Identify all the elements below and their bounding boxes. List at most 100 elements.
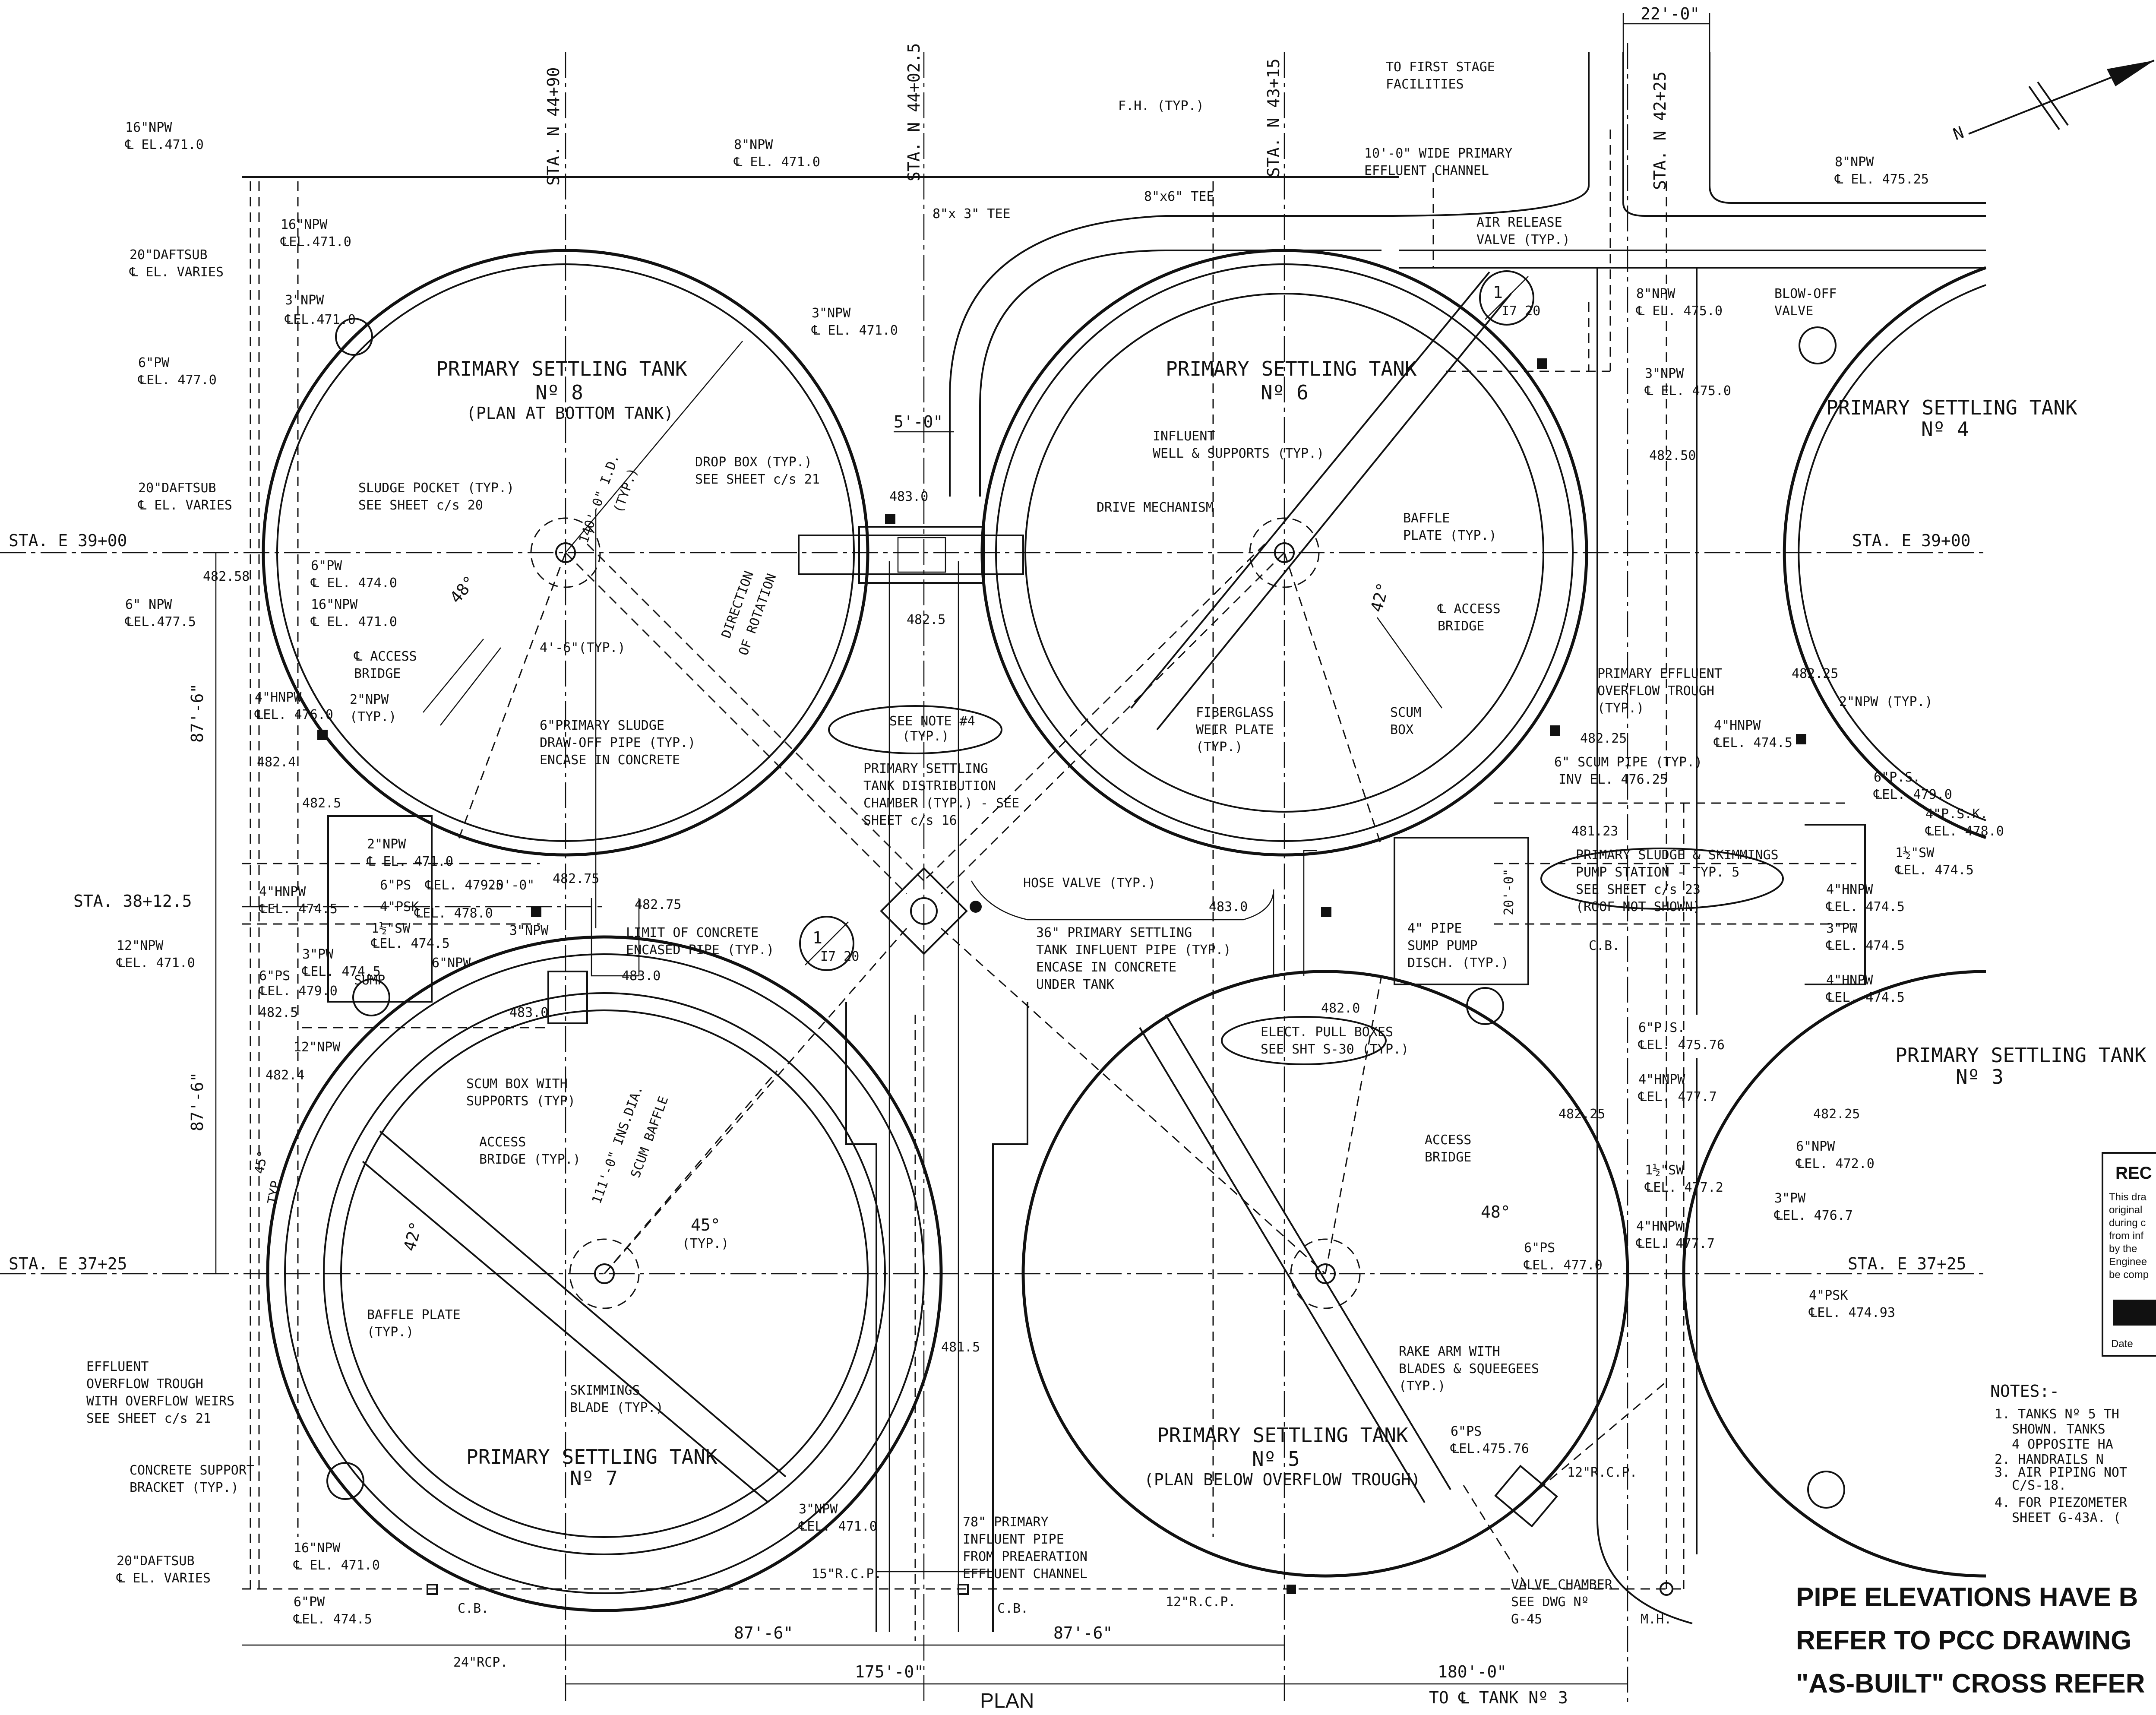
label-sludge-pipe-3: ENCASE IN CONCRETE [540, 753, 680, 768]
label-concrete-support-1: CONCRETE SUPPORT [130, 1463, 254, 1478]
label-eff-trough-2: OVERFLOW TROUGH [86, 1376, 203, 1392]
label-78-influent-1: 78" PRIMARY [963, 1515, 1049, 1530]
section-number: 1 [1493, 283, 1503, 302]
tank-3-number: Nº 3 [1956, 1065, 2004, 1088]
label-2npw-b-el: ℄ EL. 471.0 [367, 854, 453, 869]
stamp-title: REC [2115, 1164, 2152, 1183]
tank-5 [1021, 970, 1629, 1578]
label-fiberglass-3: (TYP.) [1196, 740, 1242, 755]
label-4psk-c-el: ℄EL. 474.93 [1808, 1305, 1895, 1320]
label-6ps-e-el: ℄EL.475.76 [1450, 1441, 1529, 1456]
label-3pw-b-el: ℄EL. 474.5 [302, 964, 381, 979]
label-4hnpw-f-el: ℄EL. 477.7 [1638, 1089, 1717, 1104]
label-scum-box-2: BOX [1390, 722, 1413, 737]
label-channel-1: 10'-0" WIDE PRIMARY [1364, 146, 1512, 161]
label-air-release-2: VALVE (TYP.) [1476, 232, 1570, 247]
label-483-a: 483.0 [889, 489, 928, 504]
label-482-25-b: 482.25 [1580, 731, 1627, 746]
stamp-line-6: Enginee [2109, 1256, 2147, 1268]
angle-48-br: 48° [1481, 1202, 1511, 1221]
label-sludge-pipe-2: DRAW-OFF PIPE (TYP.) [540, 735, 695, 750]
label-see-note-4-b: (TYP.) [902, 729, 949, 744]
tank-6-number: Nº 6 [1261, 381, 1309, 404]
label-482-5-chan: 482.5 [907, 612, 945, 627]
label-12rcp-a: 12"R.C.P. [1567, 1465, 1638, 1480]
label-mh: M.H. [1641, 1612, 1672, 1627]
label-4hnpw-b-el: ℄EL. 476.0 [254, 707, 333, 722]
label-483-d: 483.0 [1209, 899, 1248, 914]
stamp-line-2: original [2109, 1204, 2142, 1216]
label-fh: F.H. (TYP.) [1118, 98, 1204, 114]
label-baffle-1: BAFFLE [1403, 511, 1450, 526]
label-baffle-2: PLATE (TYP.) [1403, 528, 1497, 543]
label-sludge-pocket-2: SEE SHEET c/s 20 [358, 498, 483, 513]
label-scum-supports-2: SUPPORTS (TYP) [466, 1094, 575, 1109]
label-12npw-a: 12"NPW [117, 938, 164, 953]
label-rake-arm-2: BLADES & SQUEEGEES [1399, 1361, 1539, 1376]
label-3npw-b: 3"NPW [812, 306, 851, 321]
dim-5: 5'-0" [894, 412, 943, 431]
label-16npw-b: 16"NPW [281, 217, 328, 232]
shrub-symbols [326, 318, 1845, 1509]
label-valve-chamber-1: VALVE CHAMBER [1511, 1577, 1613, 1592]
label-12rcp-b: 12"R.C.P. [1166, 1595, 1236, 1610]
angle-typ-left: TYP [265, 1180, 284, 1205]
label-sludge-station-3: SEE SHEET c/s 23 [1576, 882, 1701, 897]
label-8npw-mid: 8"NPW [1636, 286, 1675, 301]
label-16npw-el: ℄ EL.471.0 [125, 137, 204, 152]
callouts-top-left: 16"NPW ℄ EL.471.0 16"NPW ℄EL.471.0 20"DA… [125, 60, 1929, 513]
section-sheet: I7 20 [1502, 304, 1540, 319]
label-valve-chamber-2: SEE DWG Nº [1511, 1595, 1589, 1610]
label-blow-off-1: BLOW-OFF [1774, 286, 1837, 301]
stamp-line-1: This dra [2109, 1191, 2147, 1203]
label-482-25-c: 482.25 [1559, 1107, 1605, 1122]
label-influent-pipe-4: UNDER TANK [1036, 977, 1114, 992]
label-sump-pump-2: SUMP PUMP [1407, 938, 1478, 953]
label-78-influent-3: FROM PREAERATION [963, 1549, 1087, 1564]
label-482-75-a: 482.75 [553, 871, 599, 886]
tank-5-name: PRIMARY SETTLING TANK [1157, 1424, 1408, 1447]
label-8npw-tr: 8"NPW [1835, 155, 1874, 170]
label-baffle-b-2: (TYP.) [367, 1325, 414, 1340]
label-1-5sw-a-el: ℄EL. 474.5 [371, 936, 450, 951]
label-4psk-a-el: ℄EL. 478.0 [414, 906, 493, 921]
label-6npw-r: 6"NPW [1796, 1139, 1835, 1154]
stamp-line-5: by the [2109, 1243, 2137, 1255]
angle-45-typ: (TYP.) [682, 1236, 729, 1251]
sta-n-44-02-5: STA. N 44+02.5 [904, 43, 923, 181]
label-channel-2: EFFLUENT CHANNEL [1364, 163, 1489, 178]
north-label: N [1951, 123, 1966, 144]
label-eff-trough-3: WITH OVERFLOW WEIRS [86, 1394, 234, 1409]
distribution-chamber [565, 526, 1326, 1275]
label-6pw-b-el: ℄ EL. 474.0 [310, 576, 397, 591]
note-4b: SHEET G-43A. ( [2012, 1510, 2121, 1525]
tank-5-note: (PLAN BELOW OVERFLOW TROUGH) [1144, 1470, 1421, 1489]
to-tank-3: TO ℄ TANK Nº 3 [1429, 1688, 1568, 1707]
label-access-a-1: ℄ ACCESS [354, 649, 417, 664]
label-influent-pipe-3: ENCASE IN CONCRETE [1036, 960, 1176, 975]
sta-e-39-00-left: STA. E 39+00 [9, 531, 127, 550]
label-3pw-a-el: ℄EL. 474.5 [1826, 938, 1905, 953]
note-4a: 4. FOR PIEZOMETER [1995, 1495, 2128, 1510]
label-481-5: 481.5 [941, 1340, 980, 1355]
note-2: 2. HANDRAILS N [1995, 1452, 2104, 1467]
label-pri-effluent-1: PRIMARY EFFLUENT [1597, 666, 1722, 681]
label-sludge-station-1: PRIMARY SLUDGE & SKIMMINGS [1576, 848, 1779, 863]
label-4hnpw-c-el: ℄EL. 474.5 [259, 902, 338, 917]
label-fiberglass-2: WEIR PLATE [1196, 722, 1274, 737]
label-4hnpw-a: 4"HNPW [1714, 718, 1761, 733]
label-482-5-b: 482.5 [302, 796, 341, 811]
section-number: 1 [812, 928, 822, 947]
label-baffle-b-1: BAFFLE PLATE [367, 1307, 461, 1323]
record-stamp: REC This dra original during c from inf … [2102, 1152, 2156, 1357]
label-6ps-b: 6"P.S. [1874, 770, 1920, 785]
label-4psk-b-el: ℄EL. 478.0 [1925, 824, 2004, 839]
notes-block: NOTES:- 1. TANKS Nº 5 TH SHOWN. TANKS 4 … [1990, 1382, 2128, 1525]
label-6ps-d-el: ℄EL. 477.0 [1524, 1258, 1603, 1273]
label-access-b-2: BRIDGE [1438, 619, 1484, 634]
label-pri-effluent-3: (TYP.) [1597, 701, 1644, 716]
label-6ps-a-el: ℄EL. 479.0 [425, 878, 504, 893]
label-drop-box-1: DROP BOX (TYP.) [695, 455, 812, 470]
label-2npw-a-typ: (TYP.) [350, 709, 396, 725]
